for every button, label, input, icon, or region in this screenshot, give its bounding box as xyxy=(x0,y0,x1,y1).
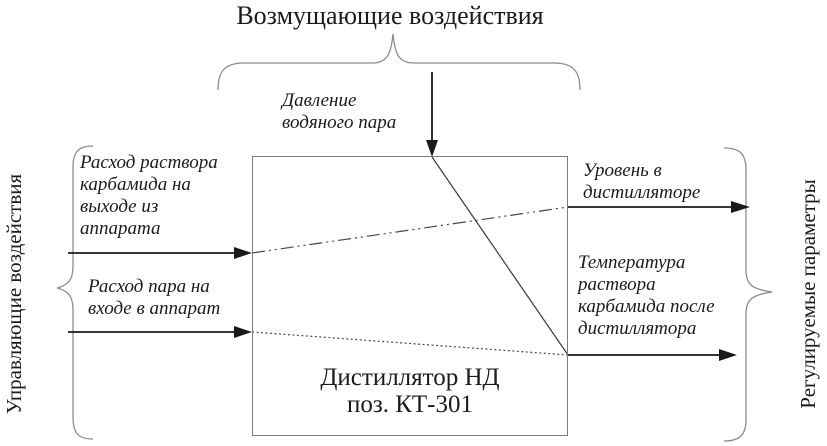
level-output-label: Уровень в дистилляторе xyxy=(583,160,701,203)
urea-flow-to-level-dashdot-line xyxy=(251,206,569,254)
level-output-arrow xyxy=(568,201,750,213)
disturbances-group-title: Возмущающие воздействия xyxy=(236,1,544,30)
regulated-parameters-group-title: Регулируемые параметры xyxy=(796,179,820,409)
regulated-parameters-brace xyxy=(723,147,773,442)
steam-pressure-label: Давление водяного пара xyxy=(282,90,397,133)
steam-pressure-arrow xyxy=(426,72,438,157)
urea-flow-label: Расход раствора карбамида на выходе из а… xyxy=(80,152,218,239)
steam-flow-label: Расход пара на входе в аппарат xyxy=(88,276,221,319)
control-actions-brace xyxy=(56,145,94,440)
steam-pressure-to-temperature-line xyxy=(431,156,569,356)
urea-flow-arrow xyxy=(68,247,252,259)
temperature-output-label: Температура раствора карбамида после дис… xyxy=(578,252,715,339)
control-actions-group-title: Управляющие воздействия xyxy=(2,173,26,415)
temperature-output-arrow xyxy=(568,349,737,361)
process-block xyxy=(252,156,568,436)
process-block-label: Дистиллятор НД поз. КТ-301 xyxy=(320,364,500,418)
steam-flow-to-temperature-dotted-line xyxy=(251,331,569,356)
steam-flow-arrow xyxy=(68,326,252,338)
disturbances-brace xyxy=(217,33,581,91)
